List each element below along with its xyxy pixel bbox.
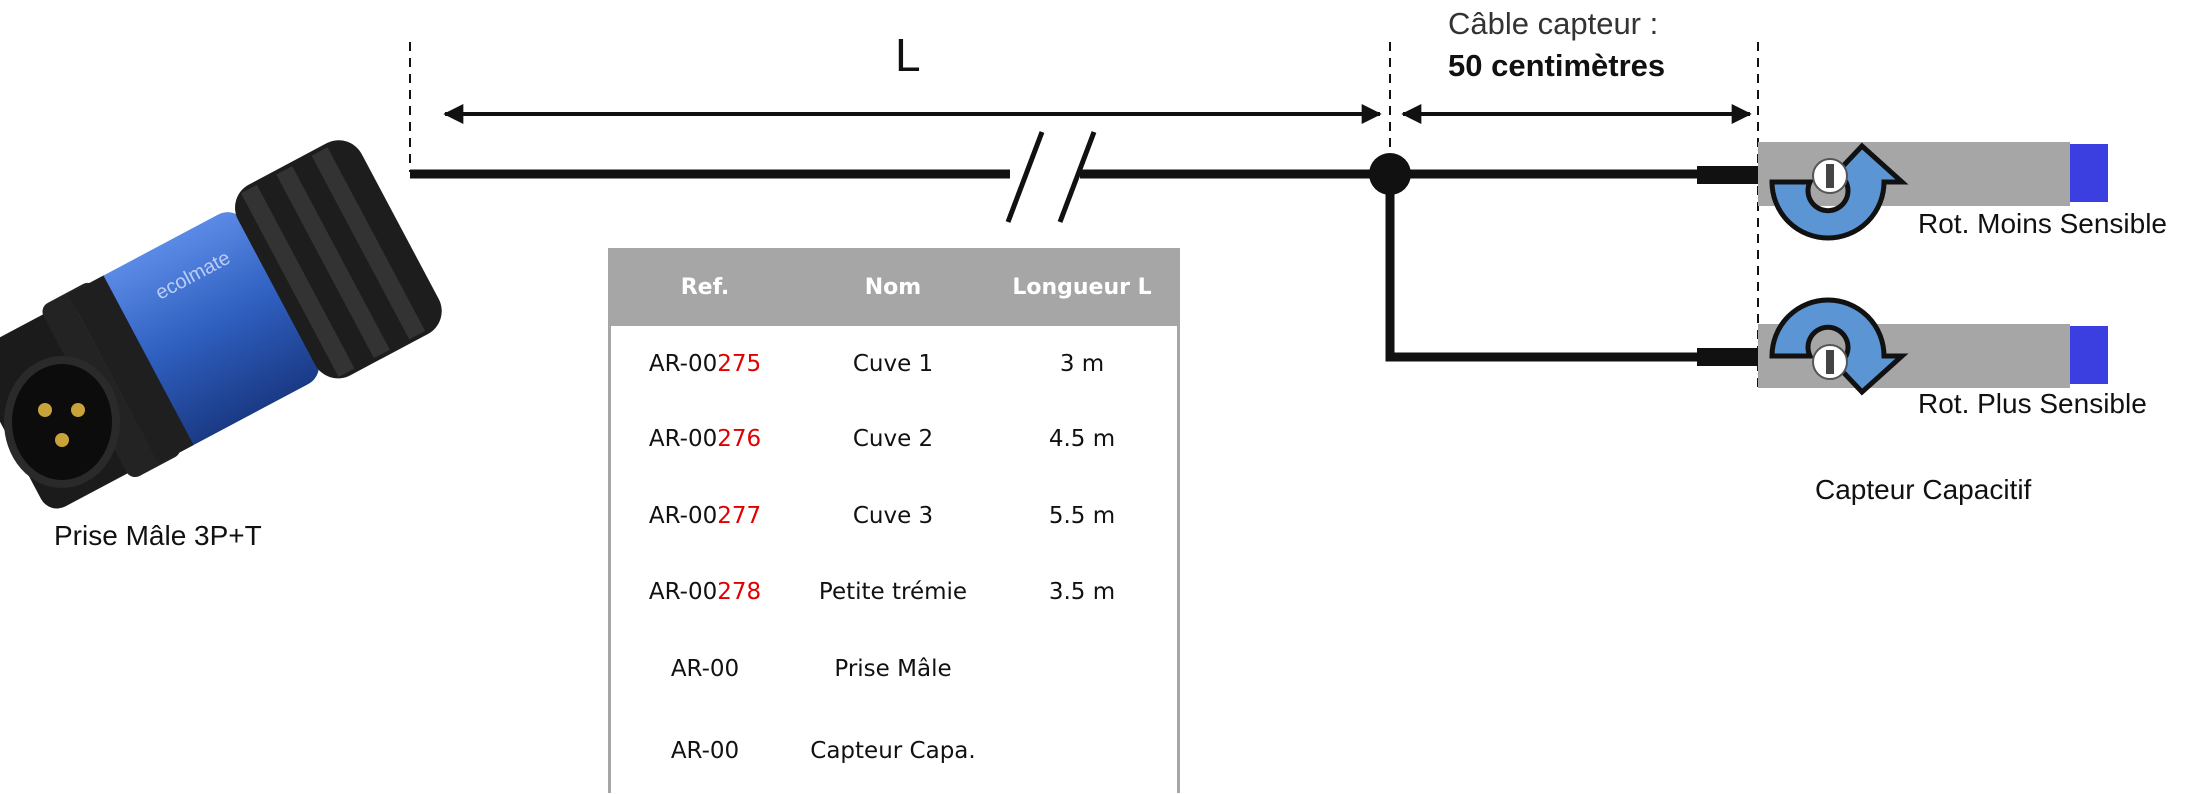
sensor-cable-title: Câble capteur : — [1448, 6, 1659, 41]
cell-nom: Cuve 3 — [852, 502, 934, 529]
cell-longueur — [987, 708, 1177, 794]
table-header-row: Ref. Nom Longueur L — [611, 248, 1177, 326]
cell-longueur: 5.5 m — [1048, 502, 1116, 529]
cell-nom: Prise Mâle — [834, 656, 952, 682]
sensor-more-sensitive — [1697, 297, 2108, 396]
length-label: L — [895, 29, 921, 81]
cell-ref: AR-00278 — [611, 554, 799, 630]
ref-prefix: AR-00 — [670, 738, 740, 764]
more-sensitive-label: Rot. Plus Sensible — [1918, 388, 2147, 419]
ref-prefix: AR-00 — [648, 426, 718, 452]
table-row: AR-00277 Cuve 3 5.5 m — [611, 477, 1177, 554]
cell-ref: AR-00 — [611, 708, 799, 794]
table-row: AR-00 Capteur Capa. — [611, 708, 1177, 794]
cell-ref: AR-00 — [611, 630, 799, 708]
header-nom: Nom — [799, 248, 987, 326]
less-sensitive-label: Rot. Moins Sensible — [1918, 208, 2168, 239]
plug-connector: ecolmate — [0, 140, 442, 509]
cell-nom: Petite trémie — [818, 579, 968, 605]
ref-suffix: 278 — [717, 579, 762, 605]
sensor-cable-length: 50 centimètres — [1448, 48, 1666, 83]
cell-ref: AR-00275 — [611, 326, 799, 401]
cell-longueur: 4.5 m — [1048, 426, 1116, 452]
sensor-less-sensitive — [1697, 142, 2108, 241]
ref-prefix: AR-00 — [648, 350, 718, 377]
cell-longueur: 3.5 m — [1048, 579, 1116, 605]
cell-ref: AR-00276 — [611, 401, 799, 477]
header-ref: Ref. — [611, 248, 799, 326]
ref-prefix: AR-00 — [648, 502, 718, 529]
cell-longueur: 3 m — [1059, 350, 1105, 377]
cell-nom: Cuve 1 — [852, 350, 934, 377]
ref-prefix: AR-00 — [648, 579, 718, 605]
cable-break-symbol — [1005, 131, 1097, 223]
table-row: AR-00275 Cuve 1 3 m — [611, 326, 1177, 401]
ref-suffix: 277 — [717, 502, 762, 529]
cell-nom: Cuve 2 — [852, 426, 934, 452]
ref-suffix: 276 — [717, 426, 762, 452]
rotation-arrow-more-icon — [1769, 297, 1909, 396]
cell-ref: AR-00277 — [611, 477, 799, 554]
cell-nom: Capteur Capa. — [810, 738, 976, 764]
sensor-label: Capteur Capacitif — [1815, 474, 2032, 505]
rotation-arrow-less-icon — [1769, 142, 1909, 241]
sensor-cable-branch — [1385, 174, 1702, 362]
junction-dot — [1369, 153, 1411, 195]
table-row: AR-00 Prise Mâle — [611, 630, 1177, 708]
cell-longueur — [987, 630, 1177, 708]
table-row: AR-00276 Cuve 2 4.5 m — [611, 401, 1177, 477]
header-longueur: Longueur L — [987, 248, 1177, 326]
ref-prefix: AR-00 — [670, 656, 740, 682]
table-row: AR-00278 Petite trémie 3.5 m — [611, 554, 1177, 630]
plug-label: Prise Mâle 3P+T — [54, 520, 262, 551]
ref-suffix: 275 — [717, 350, 762, 377]
